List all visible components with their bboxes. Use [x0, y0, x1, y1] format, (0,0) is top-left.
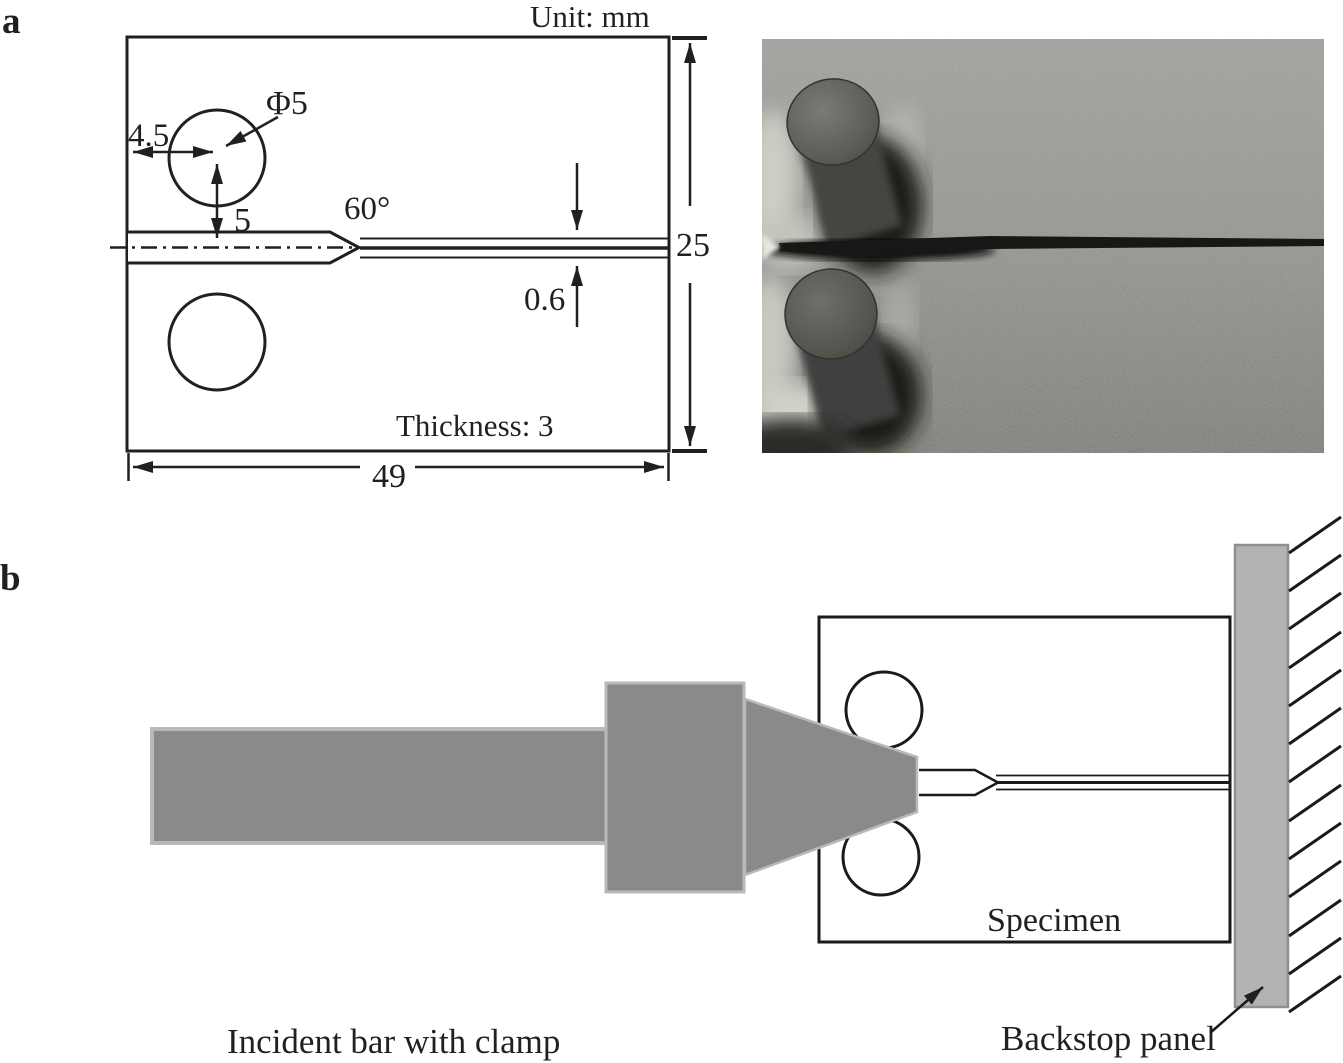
thickness-note: Thickness: 3	[396, 408, 554, 443]
hatch-line	[1288, 974, 1342, 1014]
hole-diameter-label: Φ5	[266, 85, 308, 122]
photo-crack	[779, 236, 1324, 257]
hatch-line	[1288, 668, 1342, 708]
wall-hatching	[1288, 515, 1342, 1014]
hatch-line	[1288, 936, 1342, 976]
hatch-line	[1288, 553, 1342, 593]
backstop-label: Backstop panel	[1001, 1019, 1216, 1058]
dim-25-label: 25	[676, 227, 710, 264]
dim-5-label: 5	[234, 202, 251, 239]
photo-notch-mouth	[762, 234, 780, 260]
panel-b-schematic: b Specimen	[0, 515, 1342, 1061]
hatch-line	[1288, 821, 1342, 861]
hatch-line	[1288, 706, 1342, 746]
unit-note: Unit: mm	[530, 0, 650, 34]
photo-dark-corner	[762, 418, 854, 453]
incident-bar	[150, 727, 609, 845]
hatch-line	[1288, 783, 1342, 823]
dim-0-6-label: 0.6	[524, 282, 565, 318]
hatch-line	[1288, 515, 1342, 555]
dim-4-5-label: 4.5	[128, 118, 169, 154]
upper-pin-face	[786, 78, 880, 166]
hole-diameter-leader	[225, 115, 279, 148]
incident-bar-label: Incident bar with clamp	[227, 1022, 560, 1061]
clamp	[604, 681, 746, 894]
hatch-line	[1288, 859, 1342, 899]
specimen-label: Specimen	[987, 902, 1121, 939]
panel-a-label: a	[2, 1, 21, 42]
pin-hole-lower	[167, 292, 267, 392]
hatch-line	[1288, 744, 1342, 784]
backstop-panel	[1233, 543, 1290, 1009]
panel-b-label: b	[0, 558, 21, 599]
panel-a-drawing: a Unit: mm Φ5 4.5 5 60° 0.6	[2, 0, 710, 495]
notch-angle-label: 60°	[344, 191, 390, 227]
backstop-leader-arrow	[1209, 986, 1264, 1034]
specimen-photo	[762, 39, 1324, 453]
dim-49-label: 49	[372, 458, 406, 495]
lower-pin-face	[784, 268, 878, 360]
hatch-line	[1288, 898, 1342, 938]
hatch-line	[1288, 591, 1342, 631]
hatch-line	[1288, 630, 1342, 670]
